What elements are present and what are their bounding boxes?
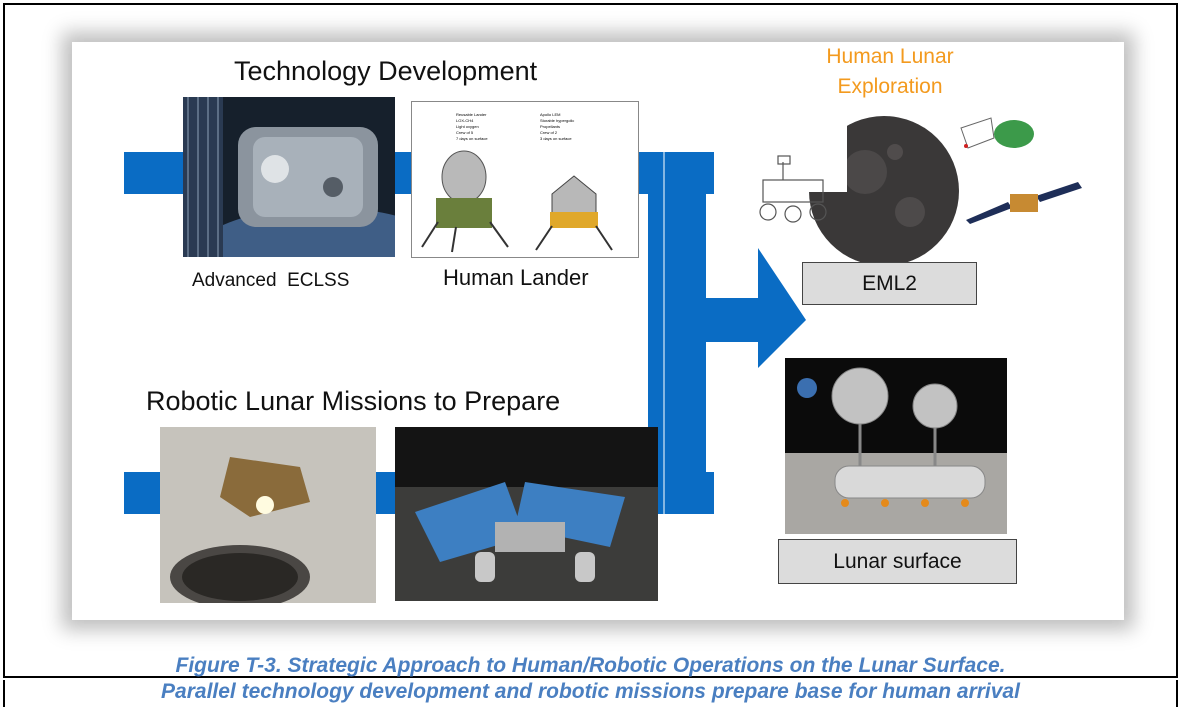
eclss-image: [183, 97, 395, 257]
frame-right-edge: [1176, 680, 1178, 707]
eml2-box: EML2: [802, 262, 977, 305]
figure-caption-line2: Parallel technology development and robo…: [161, 680, 1020, 703]
human-exploration-title-line: Human Lunar: [826, 45, 954, 68]
lander-label: Human Lander: [443, 265, 589, 290]
arrow-head: [706, 248, 806, 368]
svg-text:7 days on surface: 7 days on surface: [456, 136, 488, 141]
robotic-rover-image: [395, 427, 658, 601]
svg-text:Crew of 5: Crew of 5: [456, 130, 474, 135]
eml2-label: EML2: [862, 271, 917, 295]
lunar-base-image: [785, 358, 1007, 534]
figure-frame: [3, 3, 1178, 678]
svg-text:Propellants: Propellants: [540, 124, 560, 129]
svg-text:LOX-CH4: LOX-CH4: [456, 118, 474, 123]
svg-text:Light oxygen: Light oxygen: [456, 124, 479, 129]
lunar-surface-box: Lunar surface: [778, 539, 1017, 584]
svg-text:Crew of 2: Crew of 2: [540, 130, 558, 135]
robotic-lander-image: [160, 427, 376, 603]
tech-development-title: Technology Development: [234, 56, 538, 86]
rover-sketch-image: [748, 150, 846, 230]
figure-caption-line1: Figure T-3. Strategic Approach to Human/…: [175, 654, 1006, 677]
lunar-surface-label: Lunar surface: [833, 549, 962, 573]
svg-text:3 days on surface: 3 days on surface: [540, 136, 572, 141]
moon-image: [805, 112, 963, 270]
svg-text:Apollo LEM: Apollo LEM: [540, 112, 560, 117]
svg-text:Storable hypergolic: Storable hypergolic: [540, 118, 574, 123]
robotic-missions-title: Robotic Lunar Missions to Prepare: [146, 386, 561, 416]
capsule-image: [956, 108, 1038, 164]
frame-left-edge: [3, 680, 5, 707]
human-exploration-title-line: Exploration: [837, 75, 943, 98]
satellite-image: [966, 182, 1084, 224]
eclss-label: Advanced ECLSS: [192, 270, 350, 291]
svg-text:Reusable Lander: Reusable Lander: [456, 112, 487, 117]
